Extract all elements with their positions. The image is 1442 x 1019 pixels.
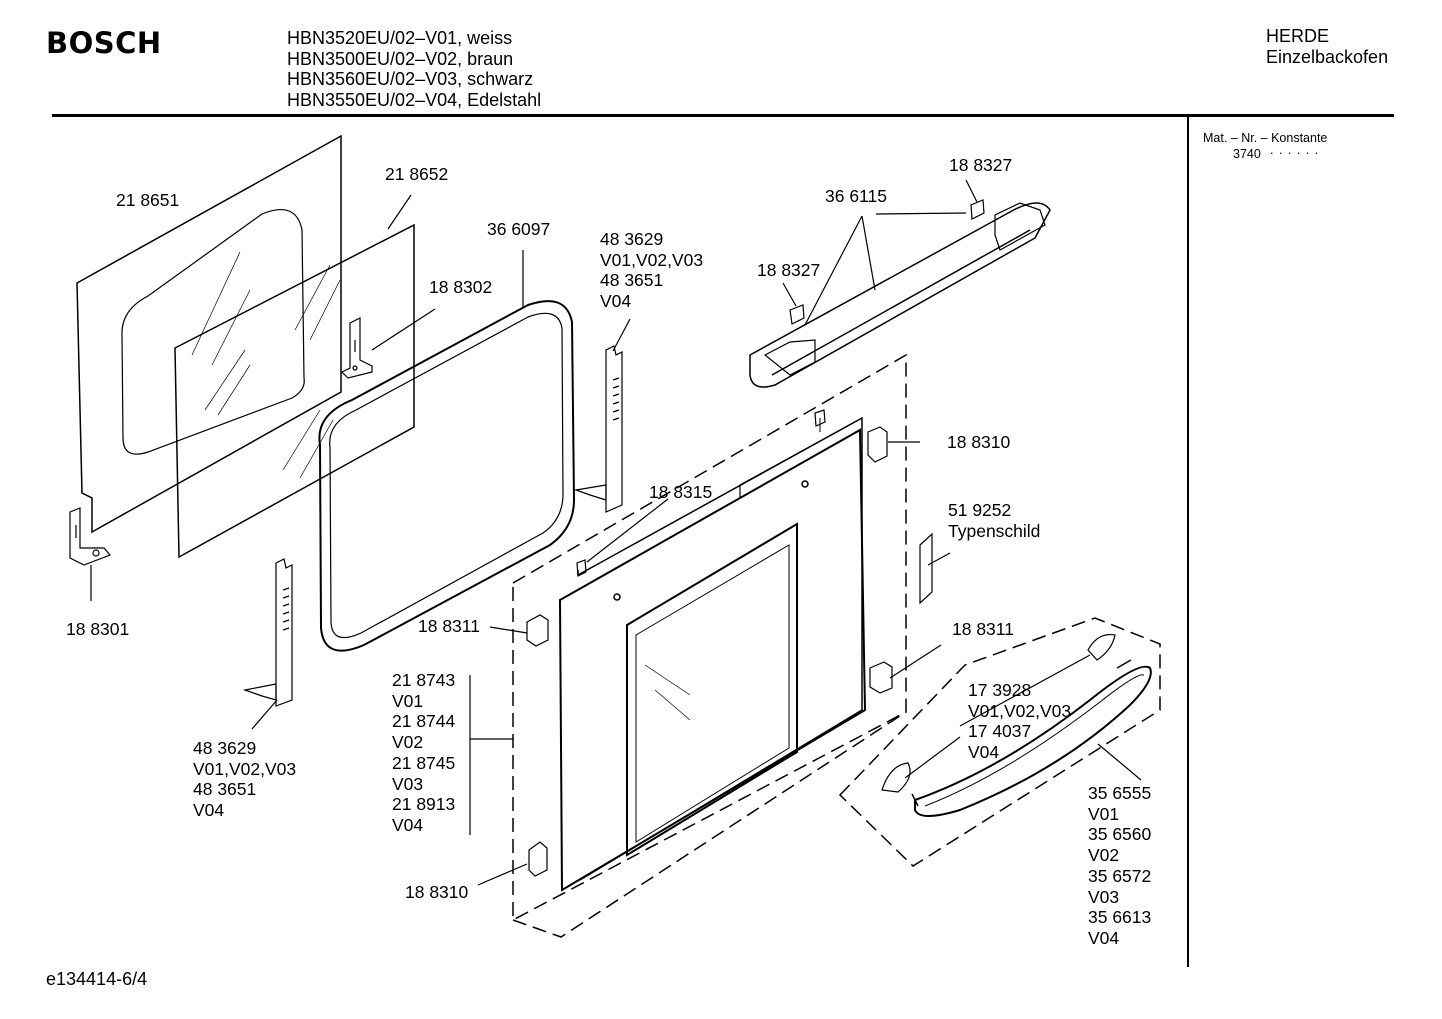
clip-18-8327-top — [970, 199, 985, 220]
product-category: HERDE Einzelbackofen — [1266, 26, 1388, 67]
material-number-value: 3740 — [1233, 147, 1261, 161]
part-label: 18 8311 — [952, 619, 1014, 639]
type-plate — [919, 532, 933, 605]
part-label: 18 8327 — [949, 155, 1013, 175]
sidebar-divider — [1187, 117, 1189, 967]
part-label: 21 8651 — [116, 190, 180, 210]
hinge-lower — [242, 558, 293, 707]
part-label: 18 8310 — [947, 432, 1011, 452]
leader-lines — [90, 179, 1142, 886]
category-line: Einzelbackofen — [1266, 46, 1389, 67]
clip-18-8311-right — [869, 661, 893, 694]
part-label: 18 8315 — [649, 482, 713, 502]
clip-18-8315 — [576, 559, 587, 577]
door-handle — [911, 659, 1152, 817]
handle-end-cap-right — [1087, 633, 1116, 661]
clip-18-8327-left — [789, 304, 805, 325]
clip-18-8311-left — [526, 614, 549, 647]
outer-glass-pane — [76, 134, 342, 534]
part-label: 21 8652 — [385, 164, 449, 184]
brand-logo: BOSCH — [46, 26, 162, 60]
door-seal — [318, 300, 576, 652]
model-line: HBN3550EU/02–V04, Edelstahl — [287, 89, 542, 110]
hinge-upper — [573, 345, 623, 513]
model-line: HBN3560EU/02–V03, schwarz — [287, 69, 534, 89]
clip-18-8310-bottom — [528, 841, 548, 877]
dashed-group-handle — [838, 617, 1161, 867]
handle-strip — [749, 202, 1051, 388]
part-label: 36 6115 — [825, 186, 887, 206]
model-line: HBN3520EU/02–V01, weiss — [287, 28, 513, 48]
clip-top-frame — [814, 409, 826, 427]
material-number-dots: . . . . . . — [1270, 143, 1320, 157]
part-label: 18 8301 — [66, 619, 130, 639]
material-number-title: Mat. – Nr. – Konstante — [1203, 131, 1328, 145]
clip-18-8310-right — [867, 426, 888, 463]
part-label: 18 8311 — [418, 616, 480, 636]
header-divider — [52, 114, 1394, 117]
document-code: e134414-6/4 — [46, 969, 148, 989]
glass-holder-top — [340, 317, 373, 379]
glass-holder-bottom — [69, 507, 112, 566]
category-line: HERDE — [1266, 26, 1330, 46]
handle-end-cap-left — [881, 762, 911, 793]
dashed-group-inner-door — [512, 353, 907, 922]
part-label: 18 8327 — [757, 260, 821, 280]
part-label: 36 6097 — [487, 219, 551, 239]
part-label: 18 8302 — [429, 277, 493, 297]
part-label: 18 8310 — [405, 882, 469, 902]
model-line: HBN3500EU/02–V02, braun — [287, 48, 514, 69]
model-list: HBN3520EU/02–V01, weiss HBN3500EU/02–V02… — [287, 28, 541, 110]
inner-glass-pane — [174, 223, 415, 559]
dashed-group-door — [512, 711, 907, 938]
outer-door-frame — [558, 417, 867, 892]
